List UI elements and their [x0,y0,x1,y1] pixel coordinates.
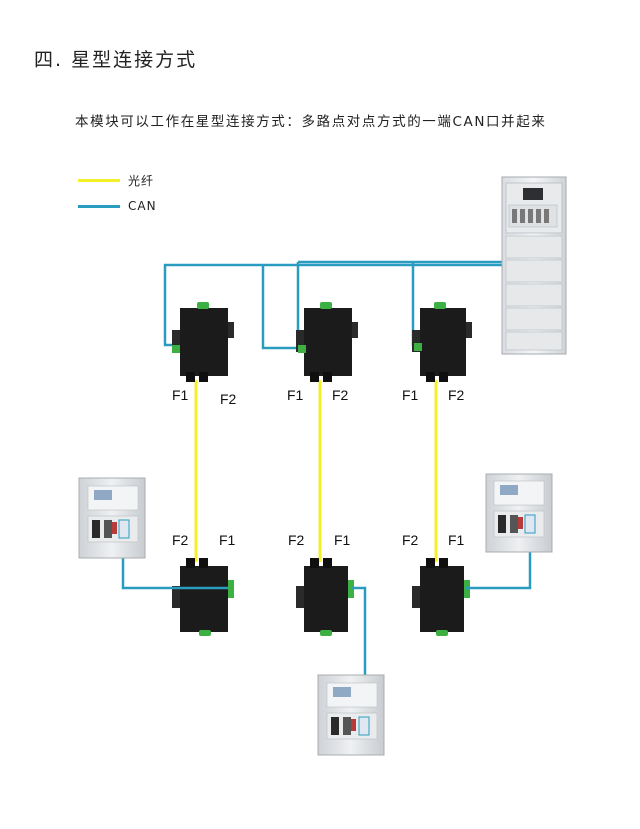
legend-can-swatch [78,204,120,208]
legend-can-label: CAN [128,199,157,213]
converter-module-bottom-3 [412,558,470,636]
port-label-top1-f1: F1 [172,387,189,403]
legend-fiber-label: 光纤 [128,173,155,188]
can-line-module1 [163,263,505,347]
port-label-bot2-f1: F1 [334,532,351,548]
port-label-bot1-f1: F1 [219,532,236,548]
port-label-bot3-f1: F1 [448,532,465,548]
converter-module-bottom-2 [296,558,354,636]
converter-module-top-3 [412,302,472,382]
port-label-bot3-f2: F2 [402,532,419,548]
port-label-top2-f1: F1 [287,387,304,403]
legend-fiber: 光纤 [78,173,155,188]
legend-can: CAN [78,199,157,213]
field-panel-bottom [317,674,385,756]
field-panel-left [78,477,146,559]
intro-text: 本模块可以工作在星型连接方式：多路点对点方式的一端CAN口并起来 [75,114,547,130]
converter-module-top-2 [296,302,358,382]
section-heading: 四. 星型连接方式 [34,49,198,71]
port-label-top2-f2: F2 [332,387,349,403]
port-label-bot1-f2: F2 [172,532,189,548]
port-label-bot2-f2: F2 [288,532,305,548]
field-panel-right [485,473,553,553]
converter-module-top-1 [172,302,234,382]
fiber-links [194,380,438,562]
port-label-top3-f1: F1 [402,387,419,403]
cabinet-display [523,188,543,200]
converter-module-bottom-1 [172,558,234,636]
can-line-module2 [261,265,304,350]
legend-fiber-swatch [78,178,120,182]
port-label-top1-f2: F2 [220,391,237,407]
port-label-top3-f2: F2 [448,387,465,403]
control-cabinet [501,176,567,355]
